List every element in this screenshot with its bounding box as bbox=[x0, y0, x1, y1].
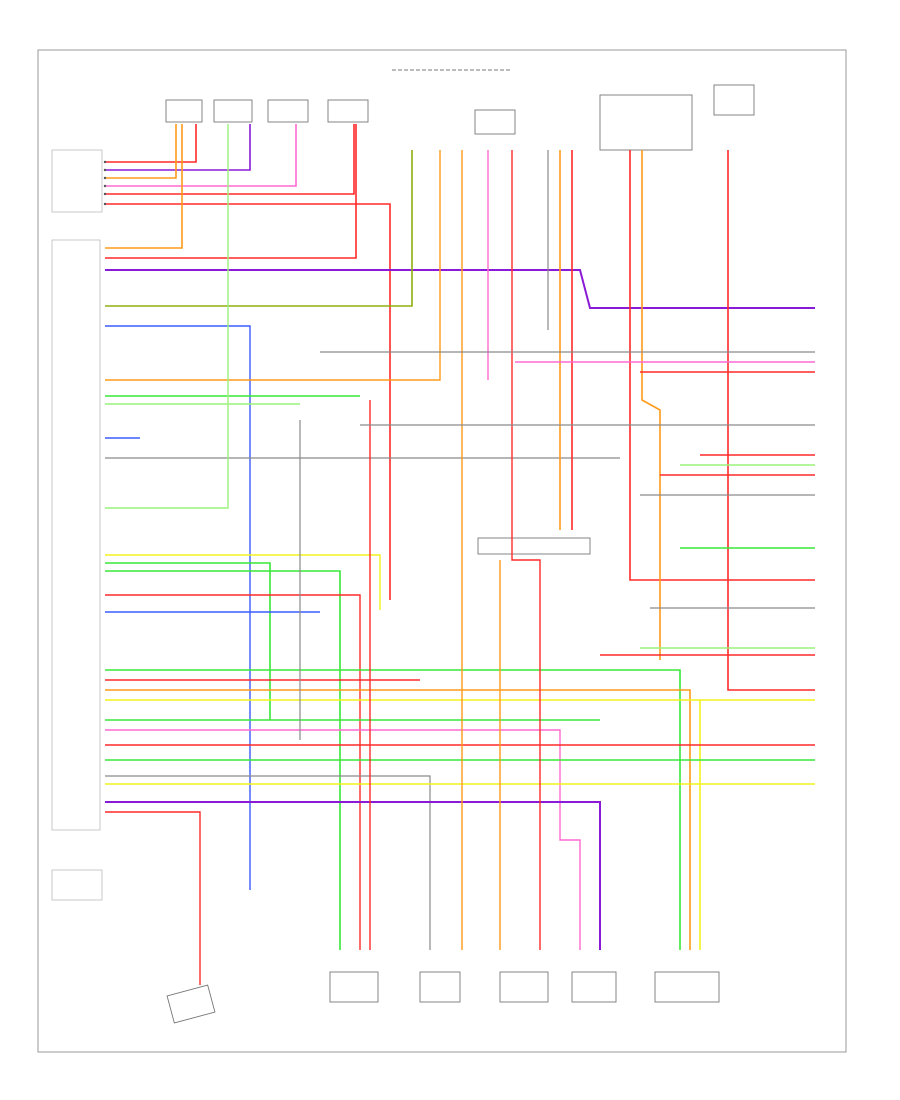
wire-red bbox=[105, 203, 391, 600]
wire-orange bbox=[105, 124, 183, 249]
wire-red bbox=[727, 150, 815, 691]
wire-red bbox=[629, 150, 815, 581]
sensor-1-connector bbox=[165, 99, 203, 123]
wire-green bbox=[105, 669, 681, 950]
wire-red bbox=[105, 594, 361, 950]
wire-orange bbox=[105, 124, 177, 179]
wire-red bbox=[105, 811, 201, 985]
ecm-box bbox=[51, 239, 101, 831]
connector-dot bbox=[103, 160, 107, 164]
wire-red bbox=[105, 124, 355, 195]
wire-purple bbox=[105, 124, 251, 171]
wire-yellow bbox=[105, 699, 701, 950]
bottom-sensor-3 bbox=[499, 971, 549, 1003]
switch-box bbox=[713, 84, 755, 116]
bottom-sensor-1 bbox=[329, 971, 379, 1003]
wire-green bbox=[105, 570, 341, 950]
wire-red bbox=[105, 124, 197, 163]
connector-dot bbox=[103, 184, 107, 188]
wire-green bbox=[105, 562, 271, 720]
bottom-sensor-2 bbox=[419, 971, 461, 1003]
wire-purple bbox=[105, 801, 601, 950]
wire-blue bbox=[105, 325, 251, 890]
top-left-connector-box bbox=[51, 149, 103, 213]
wire-gray bbox=[105, 775, 431, 950]
bottom-left-connector-box bbox=[51, 869, 103, 901]
wire-orange bbox=[105, 689, 691, 950]
bottom-sensor-4 bbox=[571, 971, 617, 1003]
connector-dot bbox=[103, 176, 107, 180]
wire-purple bbox=[105, 269, 815, 309]
wires-group bbox=[103, 124, 815, 985]
middle-junction bbox=[477, 537, 591, 555]
wire-orange bbox=[641, 150, 661, 660]
wire-pink bbox=[105, 729, 581, 950]
connector-dot bbox=[103, 168, 107, 172]
bottom-connector-right bbox=[654, 971, 720, 1003]
relay-box bbox=[599, 94, 693, 151]
sensor-3-connector bbox=[267, 99, 309, 123]
module-box bbox=[474, 109, 516, 135]
wire-red bbox=[105, 124, 357, 259]
sensor-4-connector bbox=[327, 99, 369, 123]
bottom-left-sensor bbox=[166, 984, 216, 1024]
wire-red bbox=[511, 150, 541, 950]
connector-dot bbox=[103, 202, 107, 206]
wire-lightgreen bbox=[105, 124, 229, 509]
wire-orange bbox=[105, 150, 441, 381]
wire-pink bbox=[105, 124, 297, 187]
sensor-2-connector bbox=[213, 99, 253, 123]
wire-olive bbox=[105, 150, 413, 307]
top-components bbox=[165, 69, 755, 151]
bottom-components bbox=[166, 537, 720, 1024]
diagram-frame bbox=[37, 49, 847, 1053]
connector-dot bbox=[103, 192, 107, 196]
wire-yellow bbox=[105, 554, 381, 610]
